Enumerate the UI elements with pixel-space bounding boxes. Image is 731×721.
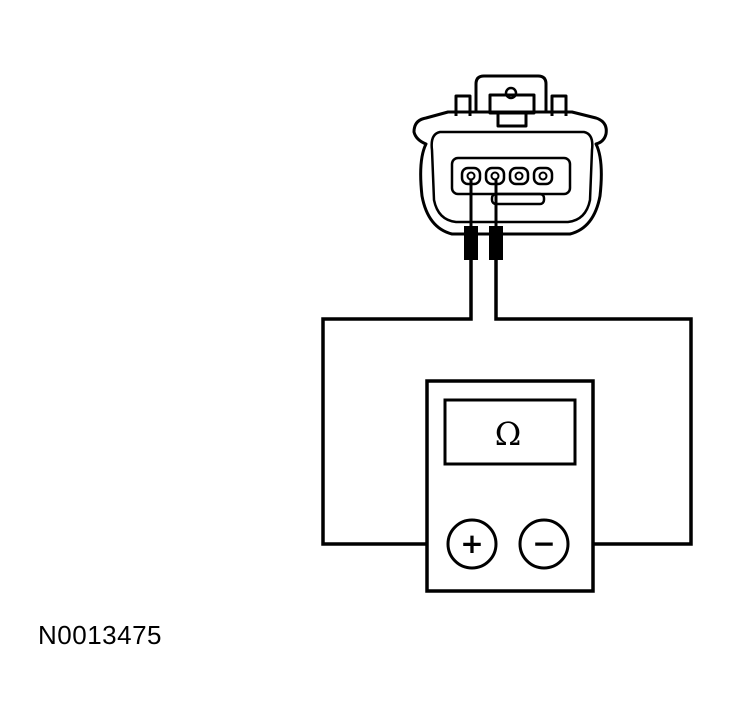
multimeter-display [443, 398, 577, 466]
negative-terminal-label: − [532, 527, 555, 560]
connector-key-slot [490, 192, 546, 206]
connector-terminal [508, 166, 530, 186]
positive-lead-wire [321, 258, 473, 546]
connector-outer-shell [412, 110, 608, 236]
connector-shoulder-left [454, 94, 472, 116]
negative-terminal [518, 518, 570, 570]
positive-terminal-label: + [460, 527, 483, 560]
positive-terminal [446, 518, 498, 570]
test-probes [464, 180, 503, 260]
connector-inner-shell [430, 130, 594, 224]
connector-shoulder-right [550, 94, 568, 116]
probe-right-body [489, 226, 503, 260]
connector-lock-tab [474, 74, 548, 112]
multimeter: Ω + − [425, 379, 595, 593]
probe-left-body [464, 226, 478, 260]
ohm-symbol: Ω [495, 415, 522, 453]
meter-leads [321, 258, 693, 546]
connector [412, 74, 608, 236]
figure-reference-code: N0013475 [38, 620, 162, 650]
connector-lock-pin [504, 86, 518, 100]
negative-lead-wire [494, 258, 693, 546]
connector-terminal [532, 166, 554, 186]
